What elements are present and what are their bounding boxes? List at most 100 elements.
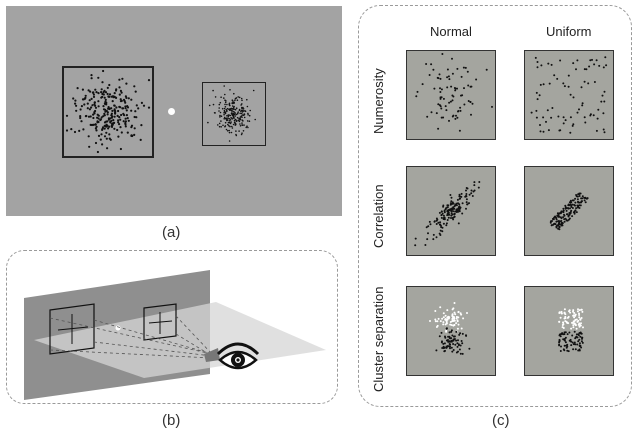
scatter-point (450, 85, 453, 88)
scatter-point (455, 202, 458, 205)
scatter-point (465, 207, 467, 210)
scatter-point (451, 334, 454, 337)
scatter-point (571, 203, 574, 206)
scatter-point (465, 198, 468, 201)
scatter-point (555, 220, 558, 223)
scatter-point (238, 109, 241, 112)
scatter-point (592, 114, 595, 117)
scatter-point (133, 127, 136, 130)
scatter-point (452, 202, 455, 205)
scatter-point (221, 107, 224, 110)
scatter-point (446, 86, 449, 89)
scatter-point (440, 88, 443, 91)
scatter-point (574, 343, 577, 346)
scatter-point (442, 97, 445, 100)
scatter-point (451, 217, 454, 219)
scatter-point (454, 89, 457, 92)
scatter-point (572, 96, 575, 99)
scatter-point (95, 129, 98, 132)
scatter-point (578, 108, 580, 111)
scatter-point (130, 134, 133, 137)
scatter-point (452, 349, 455, 351)
scatter-point (113, 104, 116, 107)
scatter-point (460, 75, 463, 78)
scatter-point (92, 93, 95, 96)
scatter-point (456, 198, 459, 201)
scatter-point (229, 89, 231, 91)
scatter-point (140, 101, 143, 104)
scatter-point (445, 327, 448, 330)
scatter-point (96, 150, 99, 154)
scatter-point (119, 126, 122, 129)
scatter-point (581, 104, 584, 107)
scatter-point (600, 100, 603, 103)
scatter-point (568, 331, 571, 334)
scatter-point (557, 224, 560, 227)
scatter-point (442, 222, 445, 225)
scatter-point (226, 119, 228, 122)
scatter-point (568, 213, 571, 216)
scatter-point (574, 197, 577, 200)
scatter-point (571, 321, 573, 324)
scatter-point (563, 213, 565, 216)
scatter-point (113, 92, 116, 95)
scatter-point (441, 340, 443, 343)
scatter-point (223, 97, 225, 99)
scatter-point (586, 197, 589, 200)
scatter-point (564, 336, 567, 339)
scatter-point (243, 124, 245, 126)
scatter-point (65, 114, 69, 117)
scatter-point (461, 94, 464, 97)
scatter-point (578, 193, 581, 195)
scatter-point (591, 58, 593, 61)
scatter-point (104, 110, 107, 113)
scatter-point (595, 59, 598, 62)
scatter-point (122, 98, 126, 101)
scatter-point (580, 322, 582, 325)
scatter-point (454, 87, 457, 90)
scatter-point (571, 124, 574, 127)
scatter-point (109, 121, 112, 124)
scatter-point (219, 116, 221, 118)
scatter-point (580, 197, 583, 200)
scatter-point (439, 97, 442, 100)
scatter-point (578, 204, 581, 207)
scatter-point (547, 129, 550, 132)
scatter-point (124, 122, 127, 125)
scatter-point (573, 212, 576, 215)
scatter-point (576, 204, 579, 207)
scatter-point (102, 93, 105, 96)
scatter-point (579, 335, 582, 338)
scatter-point (561, 324, 564, 326)
scatter-point (212, 89, 214, 92)
scatter-point (447, 208, 450, 211)
scatter-point (241, 122, 243, 124)
scatter-point (242, 110, 245, 112)
scatter-point (114, 89, 118, 92)
scatter-point (234, 111, 236, 114)
scatter-point (102, 105, 105, 108)
scatter-point (439, 229, 442, 232)
scatter-point (578, 332, 581, 334)
scatter-point (416, 90, 419, 93)
scatter-point (102, 115, 105, 118)
scatter-point (559, 220, 561, 223)
scatter-point (118, 116, 121, 119)
scatter-point (438, 73, 441, 76)
scatter-point (122, 120, 125, 123)
scatter-point (578, 195, 581, 197)
scatter-point (231, 127, 234, 129)
scatter-point (223, 116, 226, 119)
scatter-point (240, 97, 243, 100)
scatter-point (118, 93, 121, 96)
scatter-point (558, 228, 561, 231)
scatter-point (229, 125, 231, 128)
scatter-point (227, 114, 229, 116)
scatter-point (572, 326, 575, 329)
scatter-point (589, 59, 592, 62)
scatter-point (421, 83, 424, 86)
scatter-point (246, 125, 248, 127)
scatter-point (213, 112, 216, 114)
scatter-point (117, 119, 120, 122)
scatter-point (140, 124, 143, 127)
